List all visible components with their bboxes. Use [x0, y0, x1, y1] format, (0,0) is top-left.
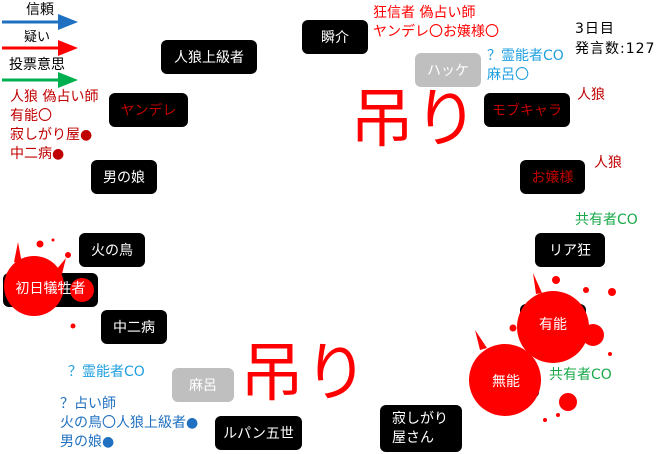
player-lupin[interactable]: ルパン五世 [215, 416, 302, 450]
blood-splatter-icon [469, 273, 616, 422]
player-mobchara[interactable]: モブキャラ [484, 93, 570, 127]
legend-trust-label: 信頼 [26, 2, 54, 18]
note-line: ヤンデレ〇お嬢様〇 [373, 24, 499, 40]
note-line: 狂信者 偽占い師 [373, 5, 476, 21]
player-chunibyo[interactable]: 中二病 [101, 310, 167, 344]
yuno-label: 有能 [539, 317, 567, 333]
day-label: 3日目 [575, 21, 615, 37]
note-line: 人狼 偽占い師 [10, 89, 99, 105]
blood-splatter-icon [4, 238, 94, 329]
note-line: 寂しがり屋● [10, 127, 93, 143]
mobchara-note: 人狼 [577, 87, 605, 103]
note-line: 男の娘● [60, 434, 115, 450]
hanged-mark-maro: 吊り [240, 337, 368, 411]
maro-seer-note: ？占い師 火の鳥〇人狼上級者● 男の娘● [60, 395, 198, 452]
yandere-note: 人狼 偽占い師 有能〇 寂しがり屋● 中二病● [10, 88, 98, 164]
shunsuke-note: 狂信者 偽占い師 ヤンデレ〇お嬢様〇 [373, 4, 499, 42]
player-ojousama[interactable]: お嬢様 [520, 160, 585, 194]
maro-medium-note: ？霊能者CO [68, 364, 145, 380]
player-otokonoko[interactable]: 男の娘 [91, 160, 157, 194]
muno-label: 無能 [492, 374, 520, 390]
yuno-note: 共有者CO [549, 367, 612, 383]
legend-vote-arrow [2, 72, 78, 88]
player-hinotori[interactable]: 火の鳥 [79, 233, 145, 267]
legend-vote-label: 投票意思 [9, 57, 65, 73]
note-line: 有能〇 [10, 108, 52, 124]
ojousama-note: 人狼 [594, 155, 622, 171]
shonichi-label: 初日犠牲者 [15, 281, 86, 297]
player-name-line: 寂しがり [392, 410, 448, 427]
legend-trust-arrow [2, 14, 78, 30]
note-line: ？占い師 [60, 396, 116, 412]
post-count: 発言数:127 [575, 41, 656, 57]
note-line: 火の鳥〇人狼上級者● [60, 415, 199, 431]
riakyo-note: 共有者CO [575, 212, 638, 228]
legend-doubt-arrow [2, 40, 78, 56]
player-sabishigari[interactable]: 寂しがり 屋さん [380, 405, 462, 452]
player-yandere[interactable]: ヤンデレ [109, 93, 188, 127]
legend-doubt-label: 疑い [24, 30, 51, 45]
player-maro[interactable]: 麻呂 [172, 368, 234, 402]
player-name-line: 屋さん [392, 429, 434, 446]
player-jinro-jokyu[interactable]: 人狼上級者 [161, 40, 257, 74]
hanged-mark-hakke: 吊り [350, 83, 478, 157]
player-riakyo[interactable]: リア狂 [535, 233, 605, 267]
hakke-note: ？霊能者CO 麻呂〇 [487, 47, 564, 85]
note-line: 中二病● [10, 146, 65, 162]
player-shunsuke[interactable]: 瞬介 [302, 20, 368, 54]
note-line: ？霊能者CO [487, 48, 564, 64]
note-line: 麻呂〇 [487, 67, 529, 83]
player-hakke[interactable]: ハッケ [415, 53, 481, 87]
